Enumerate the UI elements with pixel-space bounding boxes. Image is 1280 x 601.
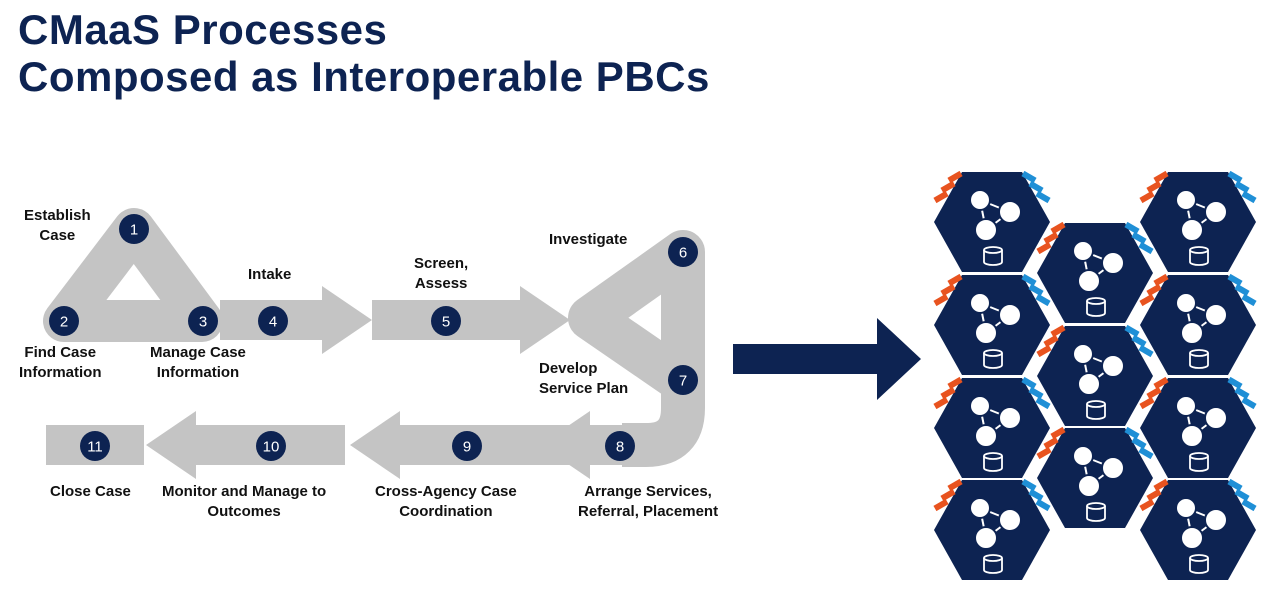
step-number: 3: [199, 314, 207, 331]
step-badge-5: 5: [431, 306, 461, 336]
investigate-triangle: [568, 230, 705, 404]
step-badge-8: 8: [605, 431, 635, 461]
step-label-find-case-information: Find Case Information: [19, 343, 102, 383]
step-number: 6: [679, 245, 687, 262]
arrow-arrange: [540, 411, 625, 479]
step-badge-1: 1: [119, 214, 149, 244]
step-label-close-case: Close Case: [50, 482, 131, 502]
step-number: 9: [463, 439, 471, 456]
investigate-return-curve: [622, 378, 705, 467]
arrow-monitor: [146, 411, 345, 479]
pbc-hexagon-icon: [1035, 323, 1155, 427]
step-label-establish-case: Establish Case: [24, 206, 91, 246]
label-line: Outcomes: [207, 503, 281, 520]
label-line: Referral, Placement: [578, 503, 719, 520]
transform-arrow: [733, 318, 921, 400]
pbc-hexagon-icon: [1138, 375, 1258, 479]
arrow-screen-assess: [372, 286, 570, 354]
step-badge-4: 4: [258, 306, 288, 336]
step-number: 1: [130, 222, 138, 239]
label-line: Coordination: [399, 503, 493, 520]
step-number: 8: [616, 439, 624, 456]
arrow-intake: [220, 286, 372, 354]
label-line: Establish: [24, 207, 91, 224]
step-badge-11: 11: [80, 431, 110, 461]
label-line: Information: [19, 364, 102, 381]
establish-case-triangle: [43, 208, 223, 342]
label-line: Develop: [539, 360, 598, 377]
label-line: Investigate: [549, 231, 628, 248]
label-line: Assess: [414, 275, 468, 292]
label-line: Find Case: [24, 344, 97, 361]
step-label-intake: Intake: [248, 265, 291, 285]
pbc-hexagon-icon: [932, 169, 1052, 273]
pbc-hexagon-icon: [932, 272, 1052, 376]
step-label-monitor-manage-outcomes: Monitor and Manage to Outcomes: [162, 482, 326, 522]
step-badge-10: 10: [256, 431, 286, 461]
step-number: 7: [679, 373, 687, 390]
step-number: 11: [87, 439, 103, 456]
step-number: 2: [60, 314, 68, 331]
label-line: Close Case: [50, 483, 131, 500]
step-badges: 1 2 3 4 5 6 7 8 9 10 11: [49, 214, 698, 461]
page-title: CMaaS Processes Composed as Interoperabl…: [18, 6, 710, 100]
label-line: Arrange Services,: [584, 483, 712, 500]
step-number: 5: [442, 314, 450, 331]
process-path: [43, 208, 705, 467]
step-badge-7: 7: [668, 365, 698, 395]
label-line: Information: [156, 364, 240, 381]
step-number: 4: [269, 314, 277, 331]
label-line: Monitor and Manage to: [162, 483, 327, 500]
pbc-hexagon-icon: [1138, 169, 1258, 273]
label-line: Service Plan: [539, 380, 629, 397]
label-line: Manage Case: [150, 344, 246, 361]
pbc-hexagon-icon: [932, 375, 1052, 479]
step-number: 10: [263, 439, 280, 456]
pbc-hexagon-icon: [1138, 477, 1258, 581]
step-label-investigate: Investigate: [549, 230, 627, 250]
label-line: Case: [39, 227, 76, 244]
step-label-develop-service-plan: Develop Service Plan: [539, 359, 628, 399]
step-label-arrange-services: Arrange Services, Referral, Placement: [578, 482, 718, 522]
label-line: Cross-Agency Case: [375, 483, 517, 500]
pbc-cluster: [932, 169, 1258, 581]
label-line: Intake: [248, 266, 292, 283]
step-badge-3: 3: [188, 306, 218, 336]
step-label-manage-case-information: Manage Case Information: [150, 343, 246, 383]
pbc-hexagon-icon: [932, 477, 1052, 581]
pbc-hexagon-icon: [1035, 425, 1155, 529]
step-label-screen-assess: Screen, Assess: [414, 254, 468, 294]
title-line-1: CMaaS Processes: [18, 6, 388, 53]
label-line: Screen,: [414, 255, 469, 272]
title-line-2: Composed as Interoperable PBCs: [18, 53, 710, 100]
step-label-cross-agency-coordination: Cross-Agency Case Coordination: [375, 482, 517, 522]
pbc-hexagon-icon: [1138, 272, 1258, 376]
pbc-hexagon-icon: [1035, 220, 1155, 324]
step-badge-6: 6: [668, 237, 698, 267]
step-badge-2: 2: [49, 306, 79, 336]
step-badge-9: 9: [452, 431, 482, 461]
